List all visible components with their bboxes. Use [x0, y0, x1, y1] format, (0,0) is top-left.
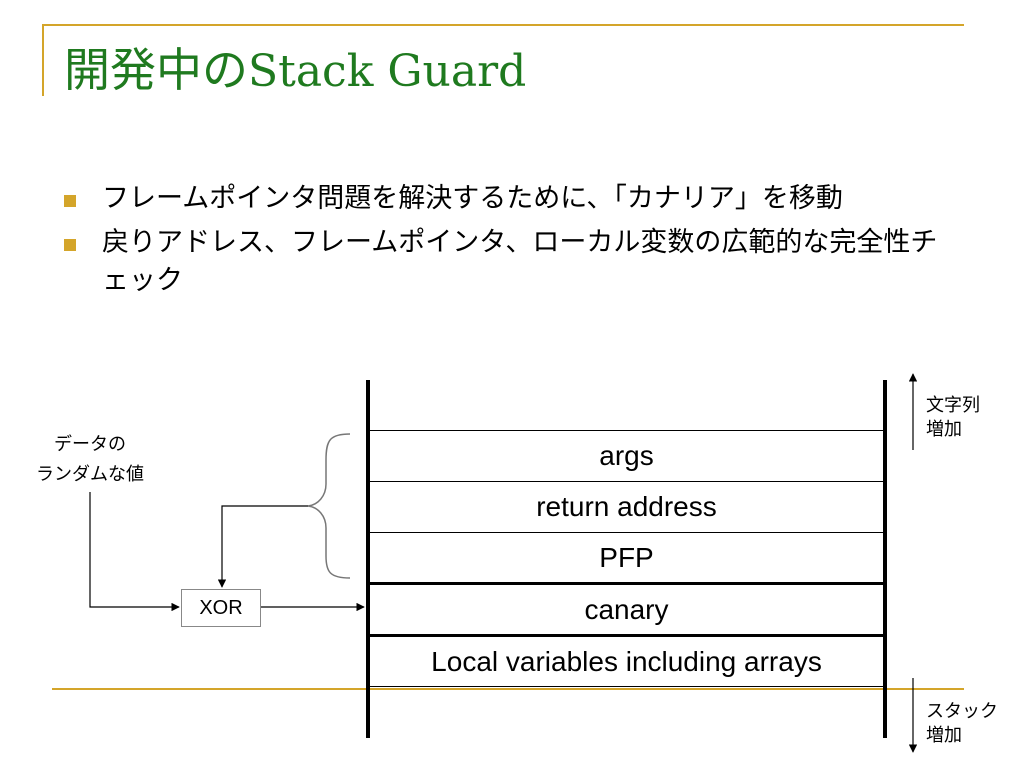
stack-cell-return-address: return address: [367, 481, 886, 532]
string-growth-line2: 増加: [926, 419, 962, 440]
bullet-item: 戻りアドレス、フレームポインタ、ローカル変数の広範的な完全性チェック: [64, 224, 964, 300]
slide-title: 開発中のStack Guard: [64, 30, 526, 110]
xor-box: XOR: [181, 589, 261, 627]
stack-cell-local-variables: Local variables including arrays: [367, 634, 886, 686]
bullet-text: フレームポインタ問題を解決するために、「カナリア」を移動: [102, 183, 843, 214]
square-bullet-icon: [64, 239, 76, 251]
stack-bottom-line: [367, 686, 886, 687]
bullet-item: フレームポインタ問題を解決するために、「カナリア」を移動: [64, 180, 964, 218]
random-to-xor-arrow: [89, 492, 180, 612]
slide-title-ja: 開発中の: [64, 43, 248, 97]
stack-cell-args: args: [367, 430, 886, 481]
string-growth-line1: 文字列: [926, 395, 980, 416]
stack-growth-line1: スタック: [926, 701, 998, 722]
grouping-brace: [307, 433, 351, 579]
stack-growth-line2: 増加: [926, 725, 962, 746]
bullet-text: 戻りアドレス、フレームポインタ、ローカル変数の広範的な完全性チェック: [102, 227, 938, 296]
slide-title-latin: Stack Guard: [248, 46, 527, 97]
stack-cell-pfp: PFP: [367, 532, 886, 582]
stack-cell-label: canary: [584, 593, 669, 625]
footer-rule: [52, 688, 964, 690]
stack-cell-label: PFP: [599, 541, 654, 573]
stack-cell-label: Local variables including arrays: [431, 645, 822, 677]
stack-left-wall: [366, 380, 370, 738]
title-rule-top: [42, 24, 964, 26]
string-growth-label: 文字列 増加: [926, 394, 980, 442]
xor-label: XOR: [199, 596, 243, 619]
random-value-label-line2: ランダムな値: [36, 464, 144, 485]
random-value-label-line1: データの: [54, 434, 126, 455]
random-value-label: データの ランダムな値: [18, 430, 162, 490]
stack-growth-label: スタック 増加: [926, 700, 998, 748]
stack-cell-label: return address: [536, 491, 717, 522]
stack-cell-canary: canary: [367, 582, 886, 634]
stack-cell-label: args: [599, 440, 654, 471]
bullet-list: フレームポインタ問題を解決するために、「カナリア」を移動 戻りアドレス、フレーム…: [64, 180, 964, 306]
square-bullet-icon: [64, 195, 76, 207]
title-rule-left: [42, 24, 44, 96]
stack-right-wall: [883, 380, 887, 738]
brace-to-xor-arrow: [217, 505, 308, 588]
